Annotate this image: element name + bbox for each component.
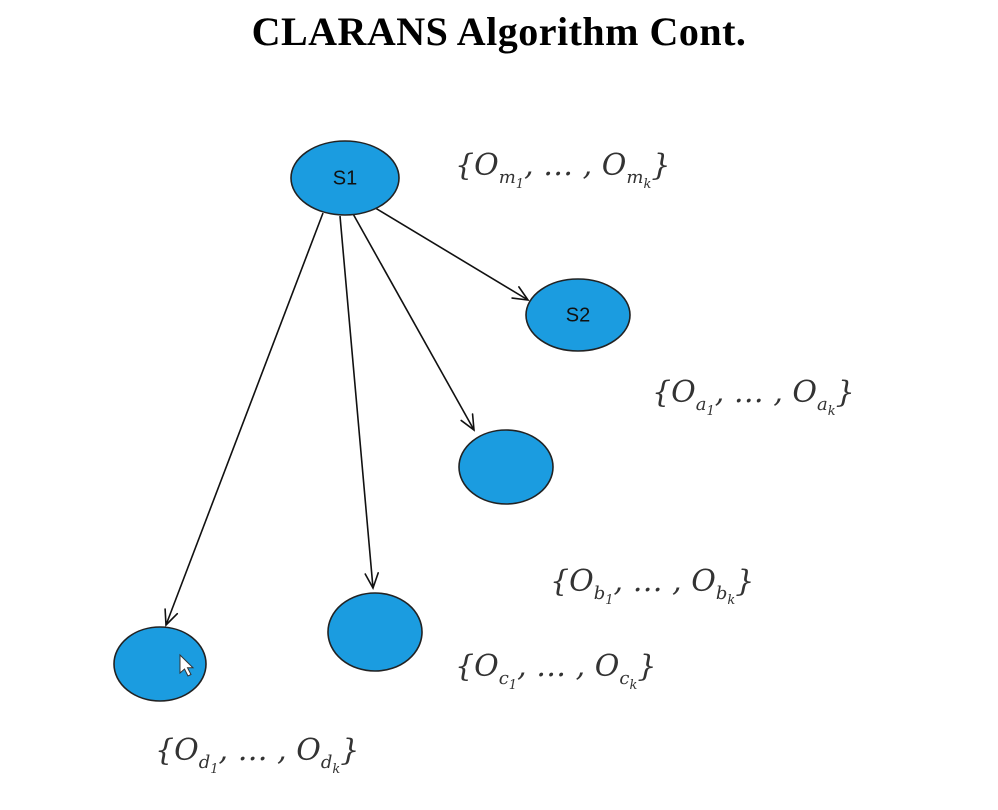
set-ellipsis: , … , bbox=[517, 649, 595, 684]
set-open-brace: { bbox=[455, 649, 475, 684]
node-label-s1: S1 bbox=[333, 167, 357, 189]
node-s1 bbox=[290, 140, 400, 216]
set-term-subscript: ck bbox=[619, 668, 638, 693]
set-label-d: {Od1, … , Odk} bbox=[155, 733, 359, 777]
set-term-subscript: d1 bbox=[198, 752, 219, 777]
set-close-brace: } bbox=[651, 148, 671, 183]
edge-s1-c bbox=[339, 215, 374, 589]
set-term-symbol: O bbox=[174, 733, 199, 768]
set-term-subscript: bk bbox=[715, 583, 736, 608]
set-ellipsis: , … , bbox=[714, 375, 793, 410]
set-label-a: {Oa1, … , Oak} bbox=[652, 375, 855, 419]
set-term-index-last: k bbox=[332, 762, 341, 777]
arrowhead-b bbox=[460, 413, 475, 432]
set-ellipsis: , … , bbox=[218, 733, 297, 768]
set-term-index-last: k bbox=[727, 593, 736, 608]
arrowhead-s2 bbox=[511, 286, 530, 302]
set-term-symbol: O bbox=[601, 148, 627, 183]
set-close-brace: } bbox=[340, 733, 360, 768]
set-term-subscript: dk bbox=[320, 752, 341, 777]
set-term-symbol: O bbox=[569, 564, 594, 599]
node-label-s2: S2 bbox=[566, 304, 590, 326]
set-term-index-last: k bbox=[827, 404, 836, 419]
set-term-symbol: O bbox=[474, 649, 499, 684]
set-open-brace: { bbox=[455, 148, 475, 183]
set-close-brace: } bbox=[637, 649, 657, 684]
node-b bbox=[458, 429, 554, 505]
set-term-index-first: 1 bbox=[605, 593, 614, 608]
edge-s1-d bbox=[165, 212, 324, 626]
set-label-c: {Oc1, … , Ock} bbox=[455, 649, 656, 693]
mouse-pointer-icon bbox=[179, 653, 195, 677]
node-s2 bbox=[525, 278, 631, 352]
set-term-subscript: ak bbox=[817, 394, 836, 419]
edge-s1-b bbox=[351, 211, 475, 431]
set-term-subscript: mk bbox=[626, 167, 652, 192]
set-term-subscript: b1 bbox=[593, 583, 614, 608]
set-open-brace: { bbox=[652, 375, 672, 410]
set-term-subscript: a1 bbox=[695, 394, 715, 419]
set-open-brace: { bbox=[155, 733, 175, 768]
set-term-symbol: O bbox=[691, 564, 716, 599]
set-term-index-last: k bbox=[629, 678, 638, 693]
set-term-symbol: O bbox=[474, 148, 499, 183]
set-ellipsis: , … , bbox=[524, 148, 602, 183]
set-label-m: {Om1, … , Omk} bbox=[455, 148, 670, 192]
node-c bbox=[327, 592, 423, 672]
set-term-index-first: 1 bbox=[210, 762, 219, 777]
slide-title: CLARANS Algorithm Cont. bbox=[251, 9, 747, 54]
set-term-subscript: m1 bbox=[498, 167, 525, 192]
node-d bbox=[113, 626, 207, 702]
edge-s1-s2 bbox=[371, 205, 529, 301]
arrowhead-d bbox=[164, 608, 179, 627]
set-term-index-last: k bbox=[643, 177, 652, 192]
set-close-brace: } bbox=[735, 564, 755, 599]
set-term-symbol: O bbox=[671, 375, 696, 410]
set-term-index-first: 1 bbox=[515, 177, 525, 192]
set-term-symbol: O bbox=[594, 649, 620, 684]
set-term-symbol: O bbox=[296, 733, 321, 768]
set-term-subscript: c1 bbox=[498, 668, 518, 693]
set-close-brace: } bbox=[835, 375, 855, 410]
set-ellipsis: , … , bbox=[613, 564, 692, 599]
set-open-brace: { bbox=[550, 564, 570, 599]
arrowhead-c bbox=[364, 572, 380, 590]
set-term-index-first: 1 bbox=[706, 404, 715, 419]
edge-layer bbox=[164, 205, 530, 627]
set-term-index-first: 1 bbox=[508, 678, 518, 693]
set-term-symbol: O bbox=[792, 375, 818, 410]
set-label-b: {Ob1, … , Obk} bbox=[550, 564, 754, 608]
